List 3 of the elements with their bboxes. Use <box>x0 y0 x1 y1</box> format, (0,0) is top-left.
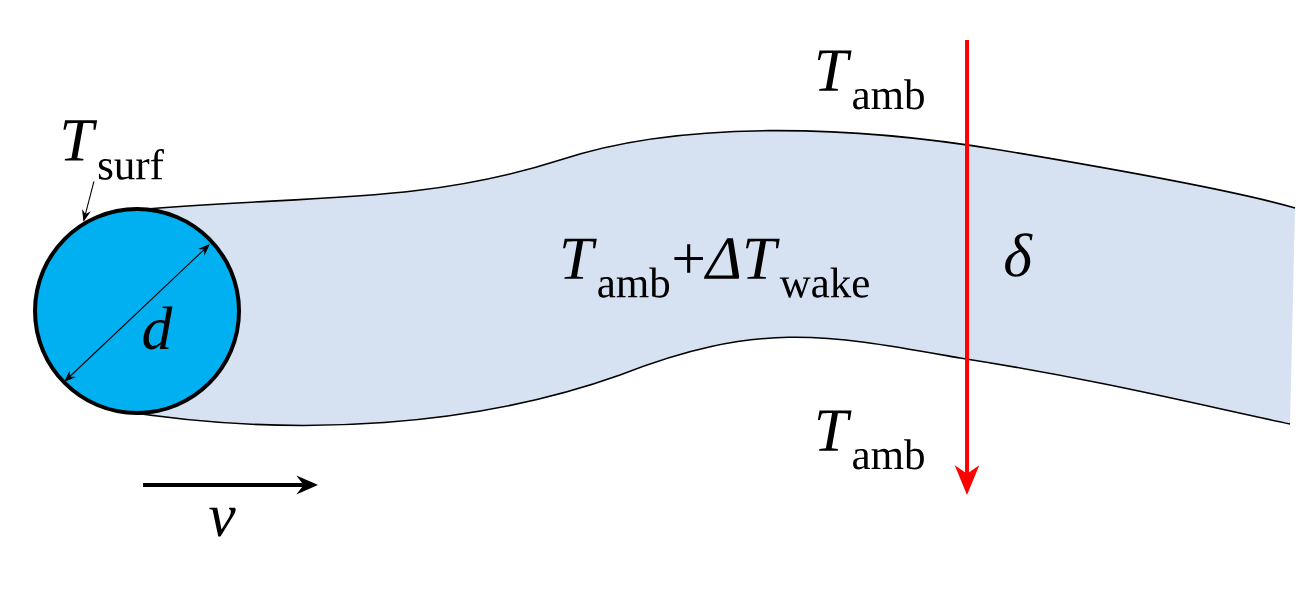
velocity-label: v <box>209 507 236 537</box>
dimension-label: d <box>143 306 173 350</box>
cylinder-circle <box>33 207 241 415</box>
